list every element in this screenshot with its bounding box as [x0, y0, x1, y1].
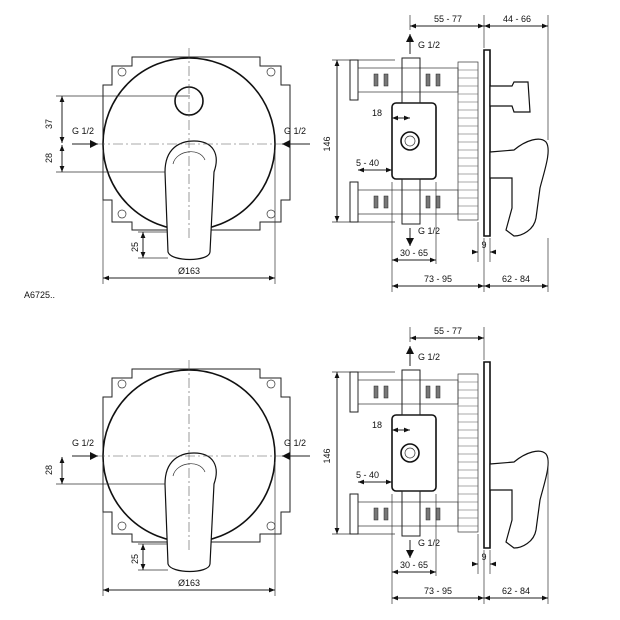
lever-handle	[164, 452, 217, 573]
dim-28-label: 28	[44, 153, 54, 163]
screw-hole	[117, 379, 127, 389]
rosette-profile	[483, 361, 491, 549]
inlet-label-left: G 1/2	[72, 126, 94, 136]
screw-hole	[266, 209, 276, 219]
lower-stud-zone	[357, 501, 459, 527]
mounting-plate	[102, 56, 291, 231]
top-side-view: 146	[322, 14, 549, 292]
valve-body	[391, 414, 437, 492]
dim-55-77-label: 55 - 77	[434, 326, 462, 336]
nut	[435, 195, 441, 209]
mounting-plate	[102, 368, 291, 543]
nut	[435, 73, 441, 87]
dim-28-label: 28	[44, 465, 54, 475]
valve-body	[391, 102, 437, 180]
nut	[425, 195, 431, 209]
clamp-plate	[349, 59, 359, 101]
nut	[383, 195, 389, 209]
dim-30-65-label: 30 - 65	[400, 248, 428, 258]
g-top-label: G 1/2	[418, 352, 440, 362]
upper-connector	[401, 57, 421, 104]
lever-handle	[164, 140, 217, 261]
lever-detail	[172, 463, 206, 477]
dim-5-40-label: 5 - 40	[356, 470, 379, 480]
thread-lines	[458, 69, 478, 215]
dim-62-84-label: 62 - 84	[502, 586, 530, 596]
dim-55-77-label: 55 - 77	[434, 14, 462, 24]
nut	[435, 507, 441, 521]
dim-25-label: 25	[130, 554, 140, 564]
bottom-front-view: G 1/2 G 1/2 28 25 Ø163	[44, 360, 310, 596]
g-bottom-label: G 1/2	[418, 226, 440, 236]
dim-44-66-label: 44 - 66	[503, 14, 531, 24]
screw-hole	[266, 67, 276, 77]
clamp-plate	[349, 493, 359, 535]
dim-18-label: 18	[372, 108, 382, 118]
inlet-label-left: G 1/2	[72, 438, 94, 448]
threaded-sleeve	[457, 61, 479, 221]
nut	[383, 507, 389, 521]
dim-37-label: 37	[44, 119, 54, 129]
nut	[425, 73, 431, 87]
valve-port-inner	[404, 135, 416, 147]
dim-25-label: 25	[130, 242, 140, 252]
bottom-side-view: 146	[322, 326, 549, 604]
dim-73-95-label: 73 - 95	[424, 586, 452, 596]
nut	[373, 507, 379, 521]
nut	[435, 385, 441, 399]
dim-146-label: 146	[322, 448, 332, 463]
clamp-plate	[349, 371, 359, 413]
dim-146-label: 146	[322, 136, 332, 151]
g-top-label: G 1/2	[418, 40, 440, 50]
inlet-label-right: G 1/2	[284, 126, 306, 136]
thread-lines	[458, 381, 478, 527]
dim-18-label: 18	[372, 420, 382, 430]
screw-hole	[117, 67, 127, 77]
upper-connector	[401, 369, 421, 416]
drawing-code: A6725..	[24, 290, 55, 300]
dim-diameter-label: Ø163	[178, 266, 200, 276]
nut	[383, 73, 389, 87]
screw-hole	[117, 209, 127, 219]
lever-profile	[489, 450, 549, 549]
nut	[373, 195, 379, 209]
dim-5-40-label: 5 - 40	[356, 158, 379, 168]
inlet-label-right: G 1/2	[284, 438, 306, 448]
upper-stud-zone	[357, 67, 459, 93]
top-front-view: G 1/2 G 1/2 37 28 25 Ø163 A6725..	[24, 48, 310, 300]
dim-62-84-label: 62 - 84	[502, 274, 530, 284]
lower-stud-zone	[357, 189, 459, 215]
nut	[373, 385, 379, 399]
threaded-sleeve	[457, 373, 479, 533]
upper-stud-zone	[357, 379, 459, 405]
dim-30-65-label: 30 - 65	[400, 560, 428, 570]
nut	[383, 385, 389, 399]
rosette-profile	[483, 49, 491, 237]
screw-hole	[266, 379, 276, 389]
diverter-profile	[489, 81, 531, 113]
bottom-view-group: G 1/2 G 1/2 28 25 Ø163 146	[44, 326, 549, 604]
lower-connector	[401, 178, 421, 225]
dim-73-95-label: 73 - 95	[424, 274, 452, 284]
nut	[425, 385, 431, 399]
lower-connector	[401, 490, 421, 537]
valve-port	[400, 443, 420, 463]
screw-hole	[266, 521, 276, 531]
g-bottom-label: G 1/2	[418, 538, 440, 548]
screw-hole	[117, 521, 127, 531]
valve-port-inner	[404, 447, 416, 459]
lever-detail	[172, 151, 206, 165]
nut	[373, 73, 379, 87]
nut	[425, 507, 431, 521]
dim-diameter-label: Ø163	[178, 578, 200, 588]
top-view-group: G 1/2 G 1/2 37 28 25 Ø163 A6725..	[24, 14, 549, 300]
lever-profile	[489, 138, 549, 237]
valve-port	[400, 131, 420, 151]
clamp-plate	[349, 181, 359, 223]
